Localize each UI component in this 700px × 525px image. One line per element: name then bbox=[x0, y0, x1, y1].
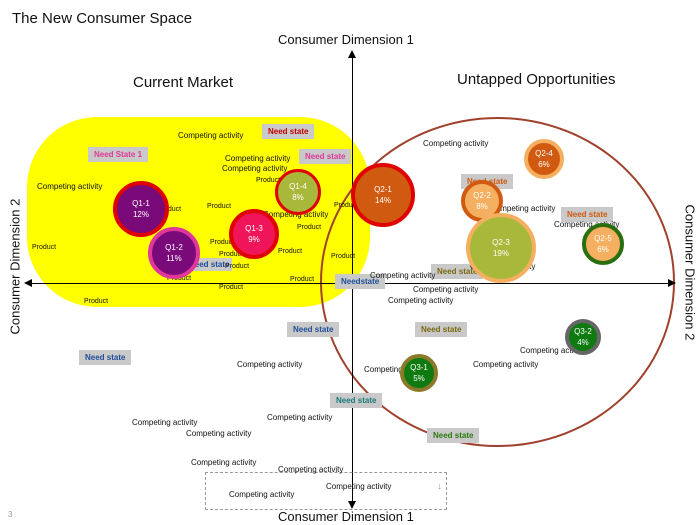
bubble-id: Q3-1 bbox=[410, 363, 428, 372]
bubble-id: Q3-2 bbox=[574, 327, 592, 336]
need-state-tag: Need state bbox=[561, 207, 614, 222]
bubble-id: Q1-4 bbox=[289, 182, 307, 191]
axis-label-bottom: Consumer Dimension 1 bbox=[278, 509, 414, 524]
bubble-q1-3[interactable]: Q1-3 9% bbox=[229, 209, 279, 259]
bubble-q2-3[interactable]: Q2-3 19% bbox=[466, 213, 536, 283]
dashed-placeholder-box: ↓ bbox=[205, 472, 447, 510]
product-label: Product bbox=[334, 202, 359, 209]
bubble-q1-4[interactable]: Q1-4 8% bbox=[275, 169, 321, 215]
bubble-id: Q2-1 bbox=[374, 185, 392, 194]
bubble-percent: 14% bbox=[374, 196, 391, 205]
competing-activity-label: Competing activity bbox=[225, 154, 291, 163]
product-label: Product bbox=[219, 251, 244, 258]
bubble-q3-1[interactable]: Q3-1 5% bbox=[400, 354, 438, 392]
competing-activity-label: Competing activity bbox=[267, 413, 333, 422]
competing-activity-label: Competing activity bbox=[520, 346, 586, 355]
product-label: Product bbox=[297, 224, 322, 231]
bubble-id: Q2-5 bbox=[594, 234, 612, 243]
product-label: Product bbox=[207, 203, 232, 210]
need-state-tag: Need state bbox=[262, 124, 315, 139]
bubble-id: Q1-3 bbox=[245, 224, 263, 233]
bubble-percent: 5% bbox=[413, 374, 425, 383]
competing-activity-label: Competing activity bbox=[37, 182, 103, 191]
bubble-id: Q2-4 bbox=[535, 149, 553, 158]
bubble-percent: 8% bbox=[292, 193, 304, 202]
competing-activity-label: Competing activity bbox=[413, 285, 479, 294]
competing-activity-label: Competing activity bbox=[229, 490, 295, 499]
product-label: Product bbox=[331, 253, 356, 260]
need-state-tag: Need state bbox=[330, 393, 383, 408]
product-label: Product bbox=[157, 206, 182, 213]
competing-activity-label: Competing activity bbox=[364, 365, 430, 374]
competing-activity-label: Competing activity bbox=[186, 429, 252, 438]
bubble-percent: 11% bbox=[166, 254, 182, 263]
current-market-zone bbox=[27, 117, 370, 307]
bubble-percent: 12% bbox=[132, 210, 149, 219]
competing-activity-label: Competing activity bbox=[191, 458, 257, 467]
competing-activity-label: Competing activity bbox=[278, 465, 344, 474]
bubble-q3-2[interactable]: Q3-2 4% bbox=[565, 319, 601, 355]
page-title: The New Consumer Space bbox=[12, 10, 193, 27]
section-current-market: Current Market bbox=[133, 74, 234, 91]
competing-activity-label: Competing activity bbox=[237, 360, 303, 369]
product-label: Product bbox=[32, 244, 57, 251]
product-label: Product bbox=[219, 284, 244, 291]
product-label: Product bbox=[290, 276, 315, 283]
competing-activity-label: Competing activity bbox=[490, 204, 556, 213]
bubble-q2-5[interactable]: Q2-5 6% bbox=[582, 223, 624, 265]
need-state-tag: Need state bbox=[427, 428, 480, 443]
product-label: Product bbox=[256, 177, 281, 184]
bubble-q2-4[interactable]: Q2-4 6% bbox=[524, 139, 564, 179]
competing-activity-label: Competing activity bbox=[326, 482, 392, 491]
product-label: Product bbox=[278, 248, 303, 255]
bubble-id: Q1-1 bbox=[132, 199, 150, 208]
section-untapped-opportunities: Untapped Opportunities bbox=[457, 71, 616, 88]
page-number: 3 bbox=[8, 510, 13, 519]
bubble-id: Q2-3 bbox=[492, 238, 510, 247]
competing-activity-label: Competing activity bbox=[222, 164, 288, 173]
bubble-id: Q1-2 bbox=[165, 243, 183, 252]
need-state-tag: Need state bbox=[79, 350, 132, 365]
bubble-id: Q2-2 bbox=[473, 191, 491, 200]
competing-activity-label: Competing activity bbox=[132, 418, 198, 427]
competing-activity-label: Competing activity bbox=[370, 271, 436, 280]
arrow-up-icon bbox=[348, 50, 356, 58]
needstate-tag: Needstate bbox=[335, 274, 386, 289]
need-state-tag: Need state bbox=[287, 322, 340, 337]
need-state-tag: Need state bbox=[431, 264, 484, 279]
axis-label-right: Consumer Dimension 2 bbox=[682, 204, 698, 341]
bubble-percent: 19% bbox=[492, 249, 509, 258]
competing-activity-label: Competing activity bbox=[423, 139, 489, 148]
arrow-down-icon bbox=[348, 501, 356, 509]
product-label: Product bbox=[84, 298, 109, 305]
bubble-percent: 6% bbox=[597, 245, 609, 254]
need-state-1-tag: Need State 1 bbox=[88, 147, 149, 162]
bubble-percent: 6% bbox=[538, 160, 550, 169]
product-label: Product bbox=[225, 263, 250, 270]
axis-label-top: Consumer Dimension 1 bbox=[278, 32, 414, 47]
axis-label-left: Consumer Dimension 2 bbox=[7, 198, 23, 335]
bubble-percent: 8% bbox=[476, 202, 488, 211]
bubble-q1-2[interactable]: Q1-2 11% bbox=[148, 227, 200, 279]
bubble-q2-1[interactable]: Q2-1 14% bbox=[351, 163, 415, 227]
competing-activity-label: Competing activity bbox=[554, 220, 620, 229]
arrow-right-icon bbox=[668, 279, 676, 287]
bubble-q1-1[interactable]: Q1-1 12% bbox=[113, 181, 169, 237]
down-arrow-icon: ↓ bbox=[437, 481, 442, 492]
bubble-percent: 9% bbox=[248, 235, 260, 244]
competing-activity-label: Competing activity bbox=[473, 360, 539, 369]
competing-activity-label: Competing activity bbox=[388, 296, 454, 305]
need-state-tag: Need state bbox=[299, 149, 352, 164]
competing-activity-label: Competing activity bbox=[178, 131, 244, 140]
need-state-tag: Need state bbox=[415, 322, 468, 337]
arrow-left-icon bbox=[24, 279, 32, 287]
bubble-percent: 4% bbox=[577, 338, 589, 347]
product-label: Product bbox=[210, 239, 235, 246]
